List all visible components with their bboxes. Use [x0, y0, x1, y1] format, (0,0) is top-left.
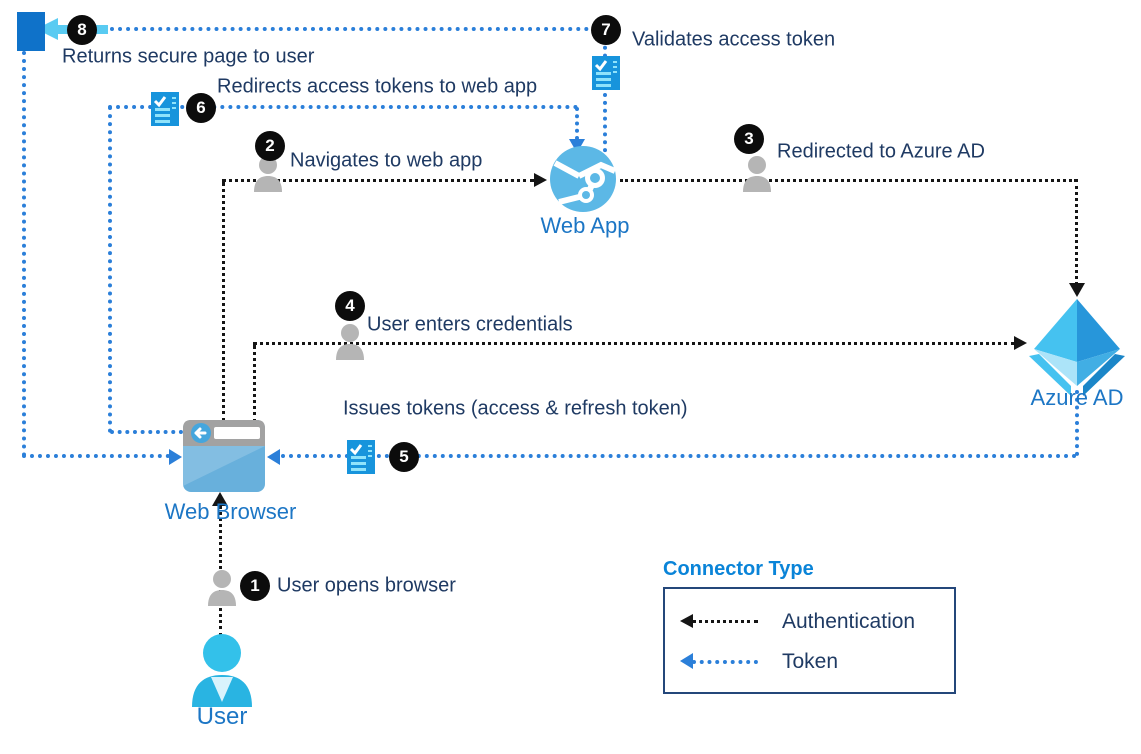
- step-label-5: Issues tokens (access & refresh token): [343, 397, 688, 420]
- legend-title: Connector Type: [663, 558, 814, 580]
- person-icon: [741, 156, 773, 192]
- arrowhead-right: [1014, 336, 1027, 350]
- arrowhead-up: [212, 492, 228, 506]
- user-label: User: [196, 703, 248, 730]
- step-label-1: User opens browser: [277, 574, 456, 597]
- token-arrow-icon: [680, 653, 693, 669]
- person-icon: [252, 156, 284, 192]
- step-badge-5: 5: [389, 442, 419, 472]
- step-badge-4: 4: [335, 291, 365, 321]
- token-document-icon: [592, 56, 620, 90]
- legend-box: Authentication Token: [663, 587, 956, 694]
- legend-label-token: Token: [782, 650, 839, 673]
- arrowhead-right: [534, 173, 547, 187]
- step-badge-2: 2: [255, 131, 285, 161]
- step-label-7: Validates access token: [632, 28, 836, 51]
- step-label-3: Redirected to Azure AD: [777, 140, 985, 163]
- user-icon: [187, 634, 257, 707]
- token-document-icon: [151, 92, 179, 126]
- step-badge-6: 6: [186, 93, 216, 123]
- web-browser-label: Web Browser: [164, 499, 297, 524]
- step-badge-8: 8: [67, 15, 97, 45]
- step-badge-1: 1: [240, 571, 270, 601]
- web-browser-icon: [183, 420, 265, 492]
- step-badge-7: 7: [591, 15, 621, 45]
- azure-ad-label: Azure AD: [1030, 385, 1124, 410]
- step-badge-3: 3: [734, 124, 764, 154]
- web-app-label: Web App: [540, 213, 630, 238]
- arrowhead-left: [267, 449, 280, 465]
- authentication-arrow-icon: [680, 614, 693, 628]
- step-label-8: Returns secure page to user: [62, 45, 315, 68]
- token-document-icon: [347, 440, 375, 474]
- step-label-2: Navigates to web app: [290, 149, 483, 172]
- legend-label-authentication: Authentication: [782, 610, 916, 633]
- arrowhead-right: [169, 449, 182, 465]
- person-icon: [206, 570, 238, 606]
- azure-ad-icon: [1027, 294, 1127, 400]
- web-app-icon: [549, 145, 617, 213]
- step-label-6: Redirects access tokens to web app: [217, 75, 538, 98]
- arrowhead-down: [1069, 283, 1085, 297]
- person-icon: [334, 324, 366, 360]
- secure-page-icon: [17, 12, 45, 51]
- step-label-4: User enters credentials: [367, 313, 573, 336]
